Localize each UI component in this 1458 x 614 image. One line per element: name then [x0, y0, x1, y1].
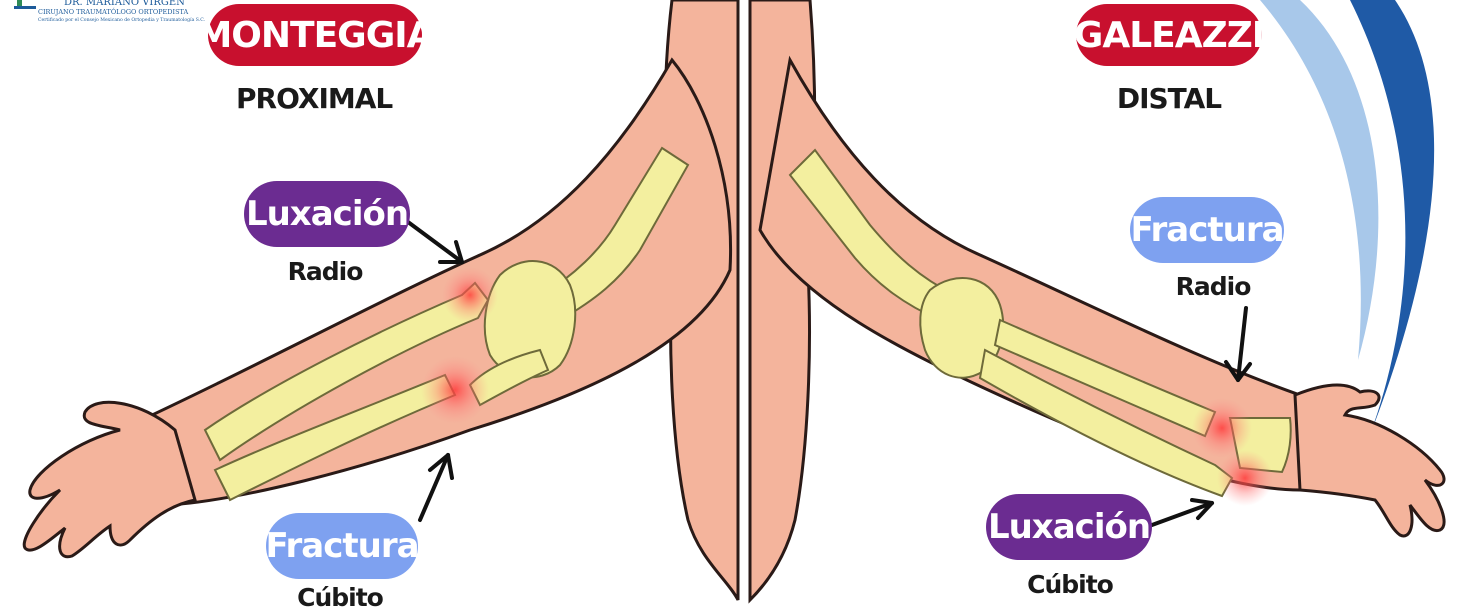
- logo-specialty: CIRUJANO TRAUMATÓLOGO ORTOPEDISTA: [38, 8, 188, 16]
- galeazzi-luxacion-pill: Luxación: [986, 494, 1152, 560]
- monteggia-fractura-pill: Fractura: [266, 513, 418, 579]
- monteggia-subtitle: PROXIMAL: [236, 82, 390, 115]
- logo-mark-icon: [14, 0, 36, 14]
- monteggia-luxacion-label: Luxación: [246, 194, 408, 234]
- monteggia-radio-caption: Radio: [270, 257, 380, 286]
- galeazzi-luxacion-label: Luxación: [988, 507, 1150, 547]
- monteggia-luxacion-pill: Luxación: [244, 181, 410, 247]
- galeazzi-fractura-pill: Fractura: [1130, 197, 1284, 263]
- galeazzi-title: GALEAZZI: [1074, 15, 1264, 56]
- monteggia-fractura-label: Fractura: [265, 526, 418, 566]
- logo-doctor-name: DR. MARIANO VIRGEN: [64, 0, 185, 8]
- arrow-left-top-icon: [408, 222, 462, 262]
- logo-certification: Certificado por el Consejo Mexicano de O…: [38, 18, 205, 23]
- galeazzi-radio-caption: Radio: [1158, 272, 1268, 301]
- clinic-logo: DR. MARIANO VIRGEN CIRUJANO TRAUMATÓLOGO…: [0, 0, 200, 32]
- galeazzi-cubito-caption: Cúbito: [1010, 570, 1130, 599]
- galeazzi-title-pill: GALEAZZI: [1076, 4, 1262, 66]
- monteggia-cubito-caption: Cúbito: [280, 583, 400, 612]
- galeazzi-subtitle: DISTAL: [1110, 82, 1228, 115]
- monteggia-title-pill: MONTEGGIA: [208, 4, 422, 66]
- galeazzi-fractura-label: Fractura: [1130, 210, 1283, 250]
- monteggia-title: MONTEGGIA: [196, 15, 433, 56]
